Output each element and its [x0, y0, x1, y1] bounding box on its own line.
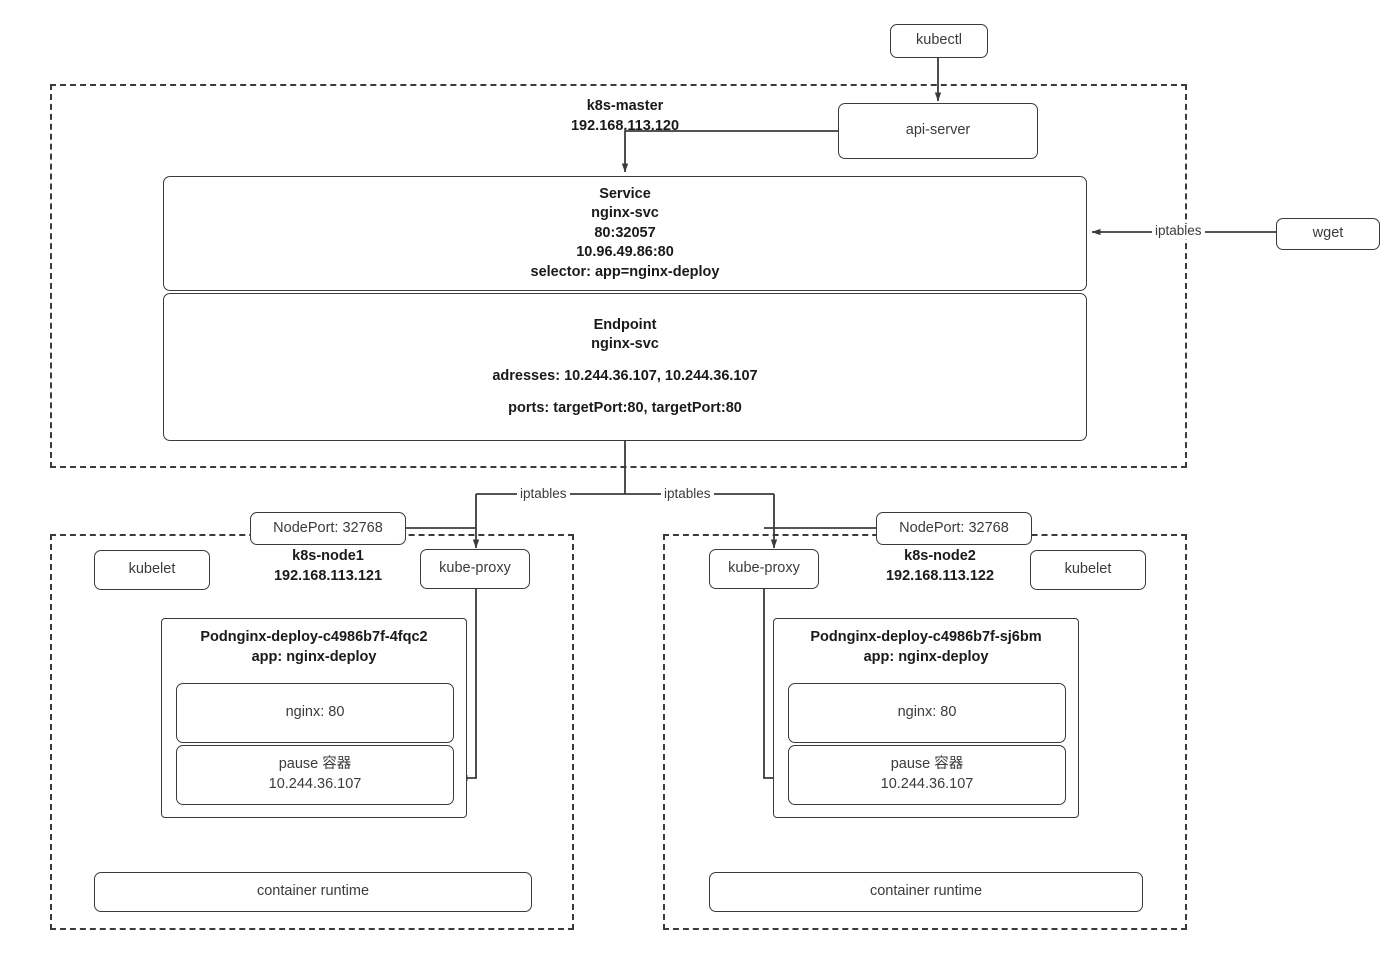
wget-box[interactable]: wget [1276, 218, 1380, 250]
node2-pause-ip: 10.244.36.107 [880, 776, 974, 792]
node1-name-line2: 192.168.113.121 [273, 568, 383, 585]
node2-kubelet-box[interactable]: kubelet [1030, 550, 1146, 590]
endpoint-name: nginx-svc [591, 336, 659, 353]
iptables-label-right: iptables [1152, 223, 1205, 239]
node1-pod-title: Podnginx-deploy-c4986b7f-4fqc2 app: ngin… [179, 627, 449, 668]
node2-pod-title: Podnginx-deploy-c4986b7f-sj6bm app: ngin… [791, 627, 1061, 668]
kubectl-label: kubectl [916, 32, 962, 49]
node1-container-runtime-box[interactable]: container runtime [94, 872, 532, 912]
node1-pause-title: pause 容器 [278, 756, 352, 773]
service-box[interactable]: Service nginx-svc 80:32057 10.96.49.86:8… [163, 176, 1087, 291]
master-name-line2: 192.168.113.120 [570, 118, 680, 135]
kubectl-box[interactable]: kubectl [890, 24, 988, 58]
node1-nodeport-box[interactable]: NodePort: 32768 [250, 512, 406, 545]
node2-kube-proxy-label: kube-proxy [728, 560, 800, 577]
node1-name: k8s-node1 192.168.113.121 [238, 546, 418, 587]
node1-kubelet-box[interactable]: kubelet [94, 550, 210, 590]
node1-kube-proxy-box[interactable]: kube-proxy [420, 549, 530, 589]
node2-nodeport-box[interactable]: NodePort: 32768 [876, 512, 1032, 545]
endpoint-title: Endpoint [593, 316, 657, 333]
node2-kube-proxy-box[interactable]: kube-proxy [709, 549, 819, 589]
api-server-label: api-server [905, 122, 971, 139]
node1-pod-name: Podnginx-deploy-c4986b7f-4fqc2 [200, 629, 428, 645]
wget-label: wget [1312, 225, 1344, 242]
node2-kubelet-label: kubelet [1064, 561, 1112, 578]
node1-kube-proxy-label: kube-proxy [439, 560, 511, 577]
api-server-box[interactable]: api-server [838, 103, 1038, 159]
master-name-line1: k8s-master [586, 98, 664, 114]
node1-pause-ip: 10.244.36.107 [268, 776, 362, 792]
node2-name: k8s-node2 192.168.113.122 [850, 546, 1030, 587]
node1-kubelet-label: kubelet [128, 561, 176, 578]
service-cluster-ip: 10.96.49.86:80 [576, 244, 674, 261]
node2-pod-name: Podnginx-deploy-c4986b7f-sj6bm [810, 629, 1042, 645]
endpoint-box[interactable]: Endpoint nginx-svc adresses: 10.244.36.1… [163, 293, 1087, 441]
node1-container-runtime-label: container runtime [256, 883, 370, 900]
node2-nginx-container[interactable]: nginx: 80 [788, 683, 1066, 743]
iptables-label-left-branch: iptables [517, 486, 570, 502]
node2-pod-app: app: nginx-deploy [863, 649, 989, 666]
endpoint-ports: ports: targetPort:80, targetPort:80 [508, 399, 742, 416]
node2-pause-container[interactable]: pause 容器 10.244.36.107 [788, 745, 1066, 805]
service-title: Service [599, 185, 651, 202]
node1-pause-container[interactable]: pause 容器 10.244.36.107 [176, 745, 454, 805]
node1-pod-app: app: nginx-deploy [251, 649, 377, 666]
node2-container-runtime-label: container runtime [869, 883, 983, 900]
node2-pause-title: pause 容器 [890, 756, 964, 773]
service-name: nginx-svc [591, 205, 659, 222]
node1-nginx-container[interactable]: nginx: 80 [176, 683, 454, 743]
k8s-master-region [50, 84, 1187, 468]
node1-nodeport-label: NodePort: 32768 [273, 519, 383, 536]
service-ports: 80:32057 [594, 224, 656, 241]
endpoint-addresses: adresses: 10.244.36.107, 10.244.36.107 [492, 368, 758, 384]
node1-name-line1: k8s-node1 [292, 548, 364, 564]
node1-nginx-label: nginx: 80 [285, 704, 345, 721]
node2-nginx-label: nginx: 80 [897, 704, 957, 721]
node2-container-runtime-box[interactable]: container runtime [709, 872, 1143, 912]
node2-name-line1: k8s-node2 [904, 548, 976, 564]
iptables-label-right-branch: iptables [661, 486, 714, 502]
node2-nodeport-label: NodePort: 32768 [899, 519, 1009, 536]
node2-name-line2: 192.168.113.122 [885, 568, 995, 585]
service-selector: selector: app=nginx-deploy [530, 263, 720, 280]
node1-pod-box[interactable]: Podnginx-deploy-c4986b7f-4fqc2 app: ngin… [161, 618, 467, 818]
node2-pod-box[interactable]: Podnginx-deploy-c4986b7f-sj6bm app: ngin… [773, 618, 1079, 818]
master-name: k8s-master 192.168.113.120 [495, 96, 755, 137]
